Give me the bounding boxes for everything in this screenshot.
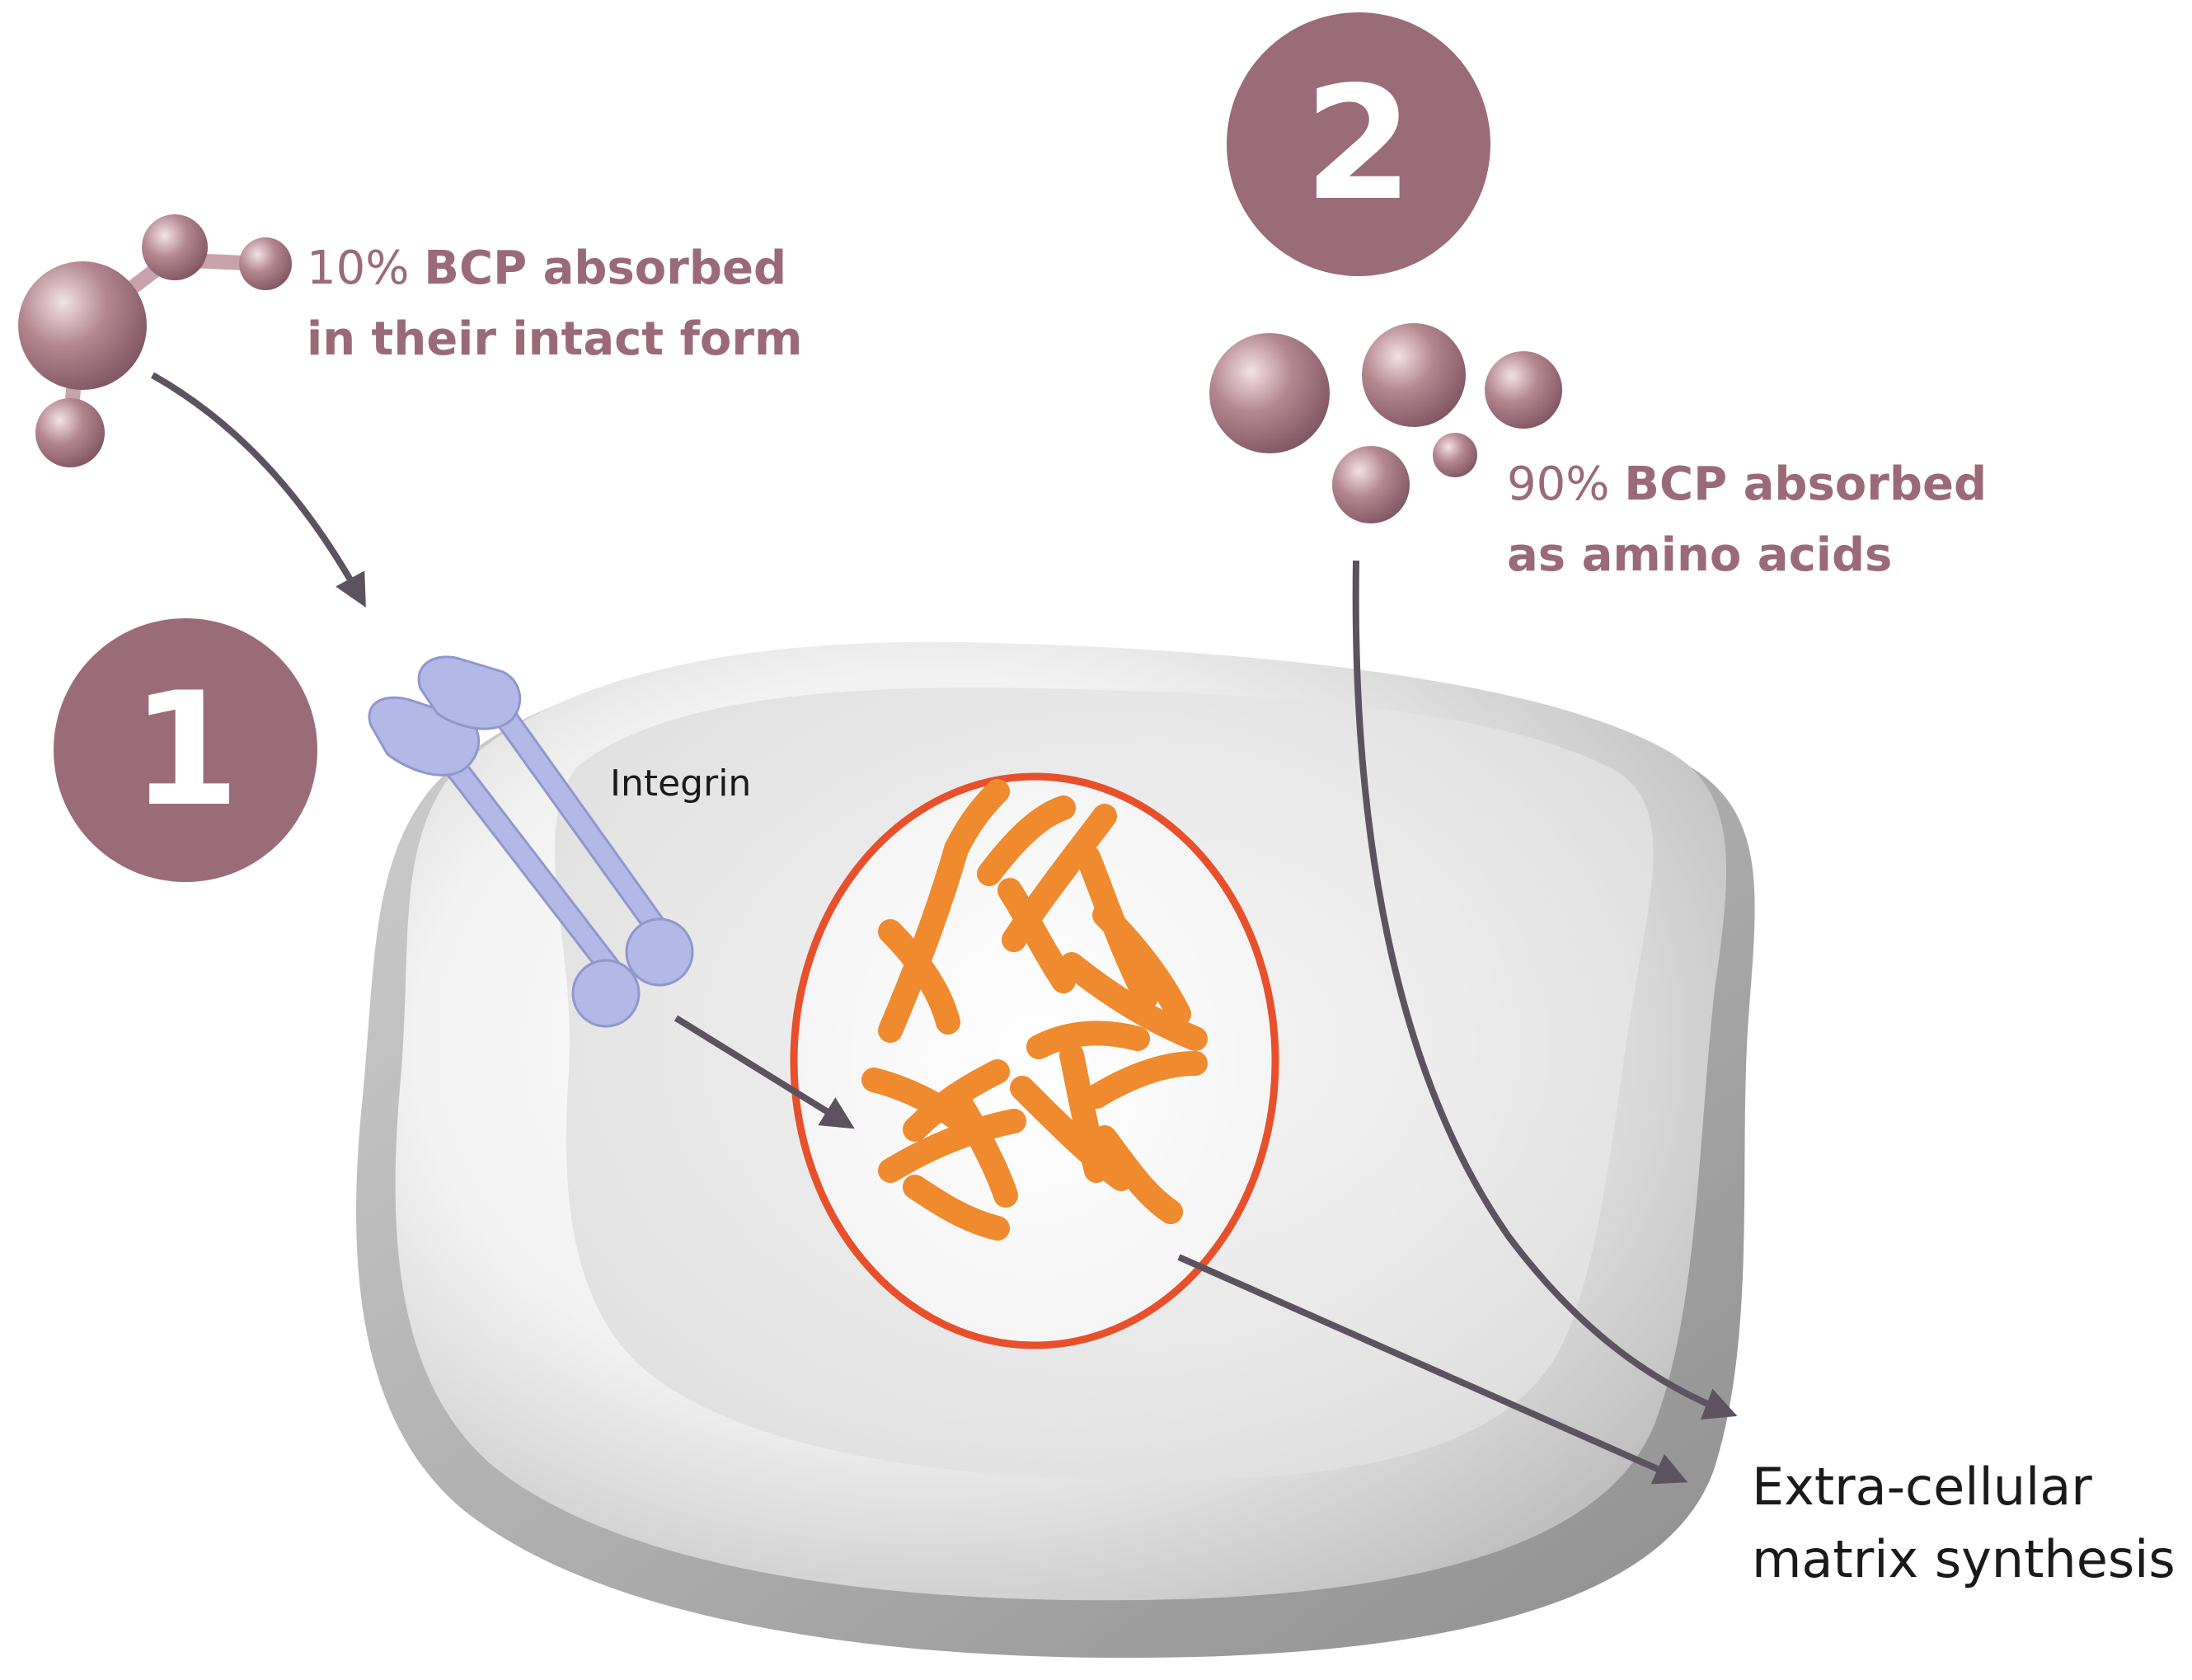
amino-acid-sphere — [1209, 333, 1330, 453]
amino-acid-spheres-icon — [1209, 323, 1562, 523]
ecm-line1: Extra-cellular — [1752, 1457, 2092, 1517]
chromosome — [944, 1084, 1018, 1208]
arrows — [151, 372, 1738, 1485]
atom — [142, 214, 208, 280]
step-2-percent: 90% — [1507, 458, 1625, 511]
arrow-integrin-to-nucleus — [674, 1015, 855, 1129]
amino-acid-sphere — [1362, 323, 1466, 427]
integrin-receptor — [368, 655, 694, 1028]
step-1-caption-line2: in their intact form — [307, 312, 803, 366]
integrin-foot-left — [571, 959, 641, 1028]
atom — [35, 398, 105, 467]
chromosomes — [861, 779, 1208, 1241]
arrow-molecule-to-integrin — [151, 372, 366, 608]
step-2-caption-line1: 90% BCP absorbed — [1507, 449, 1987, 520]
step-1-percent: 10% — [307, 242, 425, 295]
integrin-head-right — [417, 655, 522, 730]
chromosome — [977, 795, 1076, 886]
chromosome — [1092, 903, 1191, 1026]
chromosome — [903, 1175, 1010, 1241]
step-1-caption-line1: 10% BCP absorbed — [307, 233, 802, 304]
integrin-foot-right — [625, 917, 694, 987]
step-1-bold: BCP absorbed — [424, 242, 787, 295]
chromosome — [1084, 1051, 1208, 1109]
arrow-amino-acids-to-ecm — [1352, 560, 1738, 1420]
amino-acid-sphere — [1332, 446, 1410, 523]
chromosome — [997, 878, 1076, 993]
step-1-badge — [54, 618, 317, 882]
step-1-caption: 10% BCP absorbed in their intact form — [307, 233, 802, 375]
step-2-caption-line2: as amino acids — [1507, 528, 1893, 582]
step-1-number: 1 — [130, 659, 241, 841]
amino-acid-sphere — [1485, 351, 1562, 429]
chromosome — [878, 919, 960, 1035]
step-2-badge — [1227, 12, 1490, 276]
chromosome — [878, 1109, 1026, 1183]
integrin-label: Integrin — [610, 763, 752, 805]
step-2-caption: 90% BCP absorbed as amino acids — [1507, 449, 1987, 591]
amino-acid-sphere — [1433, 433, 1477, 477]
step-2-bold: BCP absorbed — [1624, 458, 1988, 511]
ecm-synthesis-label: Extra-cellular matrix synthesis — [1752, 1451, 2176, 1596]
arrow-nucleus-to-ecm — [1177, 1254, 1688, 1485]
chromosome — [1059, 952, 1208, 1051]
chromosome — [878, 837, 969, 1043]
atom — [18, 261, 147, 390]
chromosome — [1010, 1076, 1134, 1191]
ecm-line2: matrix synthesis — [1752, 1529, 2176, 1589]
chromosome — [944, 779, 1010, 861]
intact-peptide-molecule-icon — [18, 214, 292, 467]
chromosome — [1026, 1021, 1150, 1059]
chromosome — [1092, 1125, 1183, 1224]
step-2-number: 2 — [1303, 53, 1414, 235]
atom — [239, 237, 292, 290]
chromosome — [1059, 1043, 1109, 1183]
